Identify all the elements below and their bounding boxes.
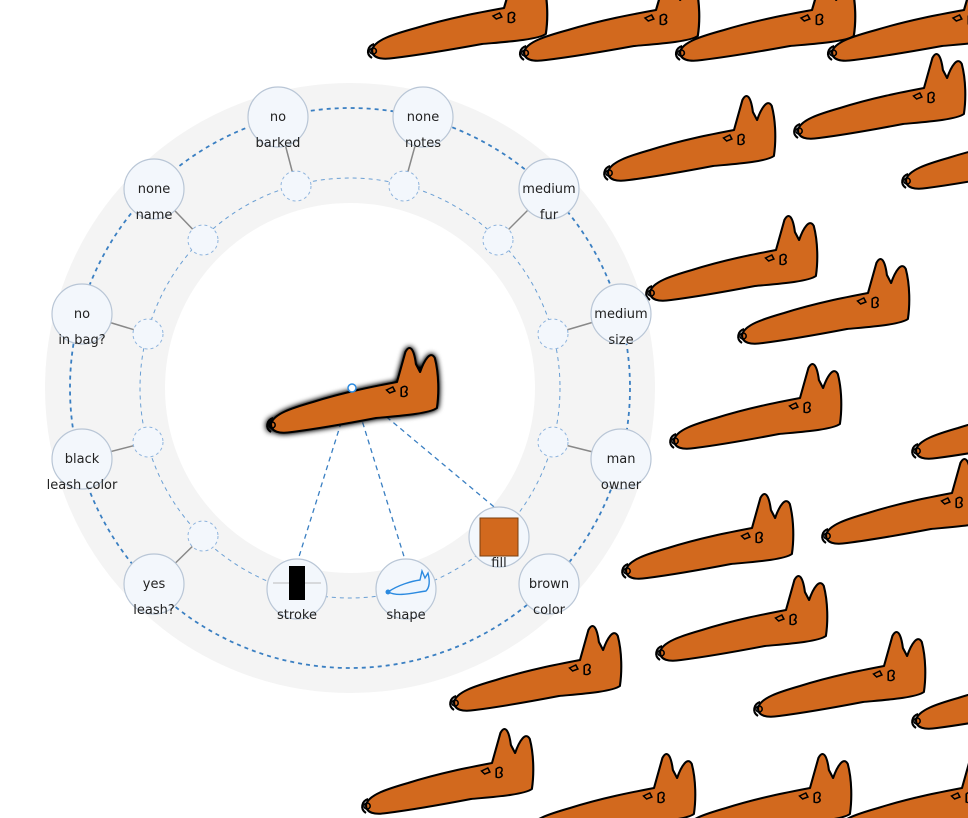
attribute-bubble[interactable]: [518, 158, 580, 220]
attribute-bubble[interactable]: [247, 86, 309, 148]
attribute-value: no: [74, 307, 90, 322]
attribute-label: color: [533, 603, 566, 618]
encoding-label: shape: [386, 608, 425, 623]
attribute-slot[interactable]: [537, 426, 569, 458]
dog-shape-icon: [385, 568, 431, 596]
attribute-node-color[interactable]: brown color: [518, 553, 580, 618]
encoding-node-stroke[interactable]: stroke: [266, 558, 328, 623]
attribute-value: none: [138, 182, 170, 197]
attribute-node-size[interactable]: medium size: [537, 283, 652, 350]
attribute-value: medium: [522, 182, 575, 197]
attribute-bubble[interactable]: [51, 283, 113, 345]
attribute-node-fur[interactable]: medium fur: [482, 158, 580, 256]
attribute-value: none: [407, 110, 439, 125]
attribute-node-notes[interactable]: none notes: [388, 86, 454, 202]
attribute-bubble[interactable]: [590, 428, 652, 490]
attribute-label: notes: [405, 136, 441, 151]
attribute-value: no: [270, 110, 286, 125]
anchor-handle[interactable]: [347, 383, 357, 393]
attribute-value: brown: [529, 577, 569, 592]
attribute-value: man: [607, 452, 636, 467]
attribute-bubble[interactable]: [123, 553, 185, 615]
encoding-node-shape[interactable]: shape: [375, 558, 437, 623]
encoding-label: fill: [491, 556, 506, 571]
attribute-label: owner: [601, 478, 642, 493]
attribute-slot[interactable]: [482, 224, 514, 256]
attribute-node-name[interactable]: none name: [123, 158, 219, 256]
encoding-node-fill[interactable]: fill: [468, 506, 530, 571]
attribute-node-in_bag[interactable]: no in bag?: [51, 283, 164, 350]
stroke-swatch-icon: [273, 566, 321, 600]
attribute-slot[interactable]: [537, 318, 569, 350]
attribute-node-barked[interactable]: no barked: [247, 86, 312, 202]
attribute-node-leash_color[interactable]: black leash color: [47, 426, 164, 493]
fill-swatch-icon: [479, 517, 519, 557]
attribute-label: leash?: [133, 603, 175, 618]
attribute-bubble[interactable]: [392, 86, 454, 148]
attribute-slot[interactable]: [187, 224, 219, 256]
attribute-bubble[interactable]: [123, 158, 185, 220]
radial-ring: [45, 83, 655, 693]
attribute-value: yes: [143, 577, 166, 592]
attribute-label: name: [136, 208, 173, 223]
attribute-slot[interactable]: [388, 170, 420, 202]
encoding-label: stroke: [277, 608, 317, 623]
attribute-bubble[interactable]: [518, 553, 580, 615]
attribute-bubble[interactable]: [51, 428, 113, 490]
attribute-label: barked: [256, 136, 301, 151]
attribute-slot[interactable]: [187, 520, 219, 552]
radial-ring-inner-border: [139, 177, 561, 599]
attribute-node-leash[interactable]: yes leash?: [123, 520, 219, 618]
attribute-bubble[interactable]: [590, 283, 652, 345]
attribute-node-owner[interactable]: man owner: [537, 426, 652, 493]
attribute-slot[interactable]: [280, 170, 312, 202]
attribute-value: medium: [594, 307, 647, 322]
attribute-value: black: [65, 452, 100, 467]
attribute-label: leash color: [47, 478, 118, 493]
attribute-label: fur: [540, 208, 559, 223]
attribute-label: size: [608, 333, 633, 348]
attribute-slot[interactable]: [132, 426, 164, 458]
radial-menu: [45, 83, 655, 693]
radial-ring-outer-border: [69, 107, 631, 669]
attribute-label: in bag?: [58, 333, 105, 348]
attribute-slot[interactable]: [132, 318, 164, 350]
